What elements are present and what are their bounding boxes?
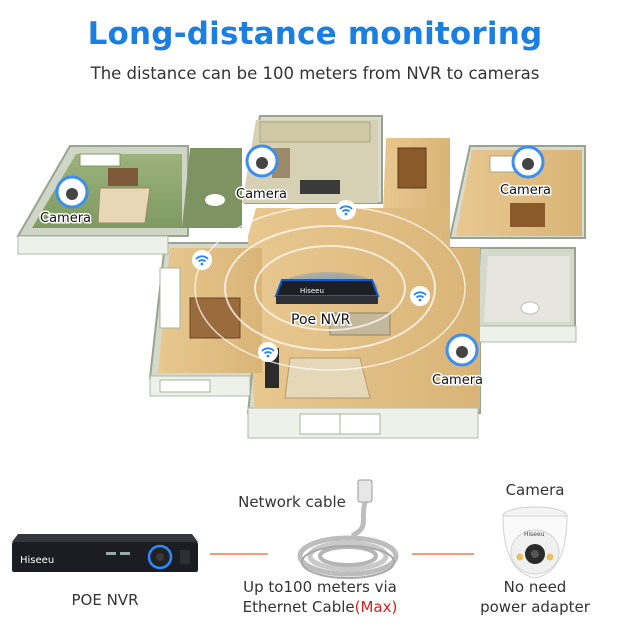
camera-caption-line2: power adapter <box>480 598 590 616</box>
product-strip: Hiseeu POE NVR Network cable Up to100 me… <box>0 460 630 635</box>
connector-line-right <box>412 553 474 555</box>
camera-title: Camera <box>505 481 565 499</box>
nvr-brand-mark: Hiseeu <box>300 287 324 295</box>
camera-caption-line1: No need <box>503 578 567 596</box>
signal-rings <box>194 205 466 371</box>
connector-line-left <box>210 553 268 555</box>
small-bathroom <box>484 256 570 322</box>
kitchen <box>242 120 378 203</box>
nvr-label: Poe NVR <box>291 312 351 328</box>
camera-label-living: Camera <box>432 373 483 388</box>
camera-brand-mark: Hiseeu <box>524 531 545 538</box>
house-floorplan-illustration: Hiseeu Poe NVR Camera Camera Camera Came… <box>16 115 586 439</box>
camera-icon <box>511 145 545 179</box>
dining-room <box>158 248 262 373</box>
nvr-product-image: Hiseeu <box>12 534 198 572</box>
poe-nvr-device: Hiseeu <box>274 272 380 304</box>
nvr-caption: POE NVR <box>71 591 139 609</box>
page-title: Long-distance monitoring <box>87 16 543 52</box>
cable-caption-line1: Up to100 meters via <box>243 578 397 596</box>
cable-caption-line2: Ethernet Cable <box>242 598 355 616</box>
bathroom <box>182 148 242 228</box>
wifi-icon <box>410 286 430 306</box>
network-cable-image <box>297 479 399 579</box>
camera-label-kitchen: Camera <box>236 187 287 202</box>
wifi-icon <box>258 342 278 362</box>
wifi-icon <box>192 250 212 270</box>
camera-label-right-bedroom: Camera <box>500 183 551 198</box>
cable-caption-max: (Max) <box>354 598 398 616</box>
wifi-icon <box>336 200 356 220</box>
cable-title: Network cable <box>238 493 346 511</box>
camera-icon <box>245 144 279 178</box>
camera-icon <box>445 333 479 367</box>
page-subtitle: The distance can be 100 meters from NVR … <box>90 64 540 83</box>
dome-camera-image: Hiseeu <box>502 506 568 579</box>
camera-icon <box>55 175 89 209</box>
bedroom <box>32 153 182 228</box>
nvr-product-brand: Hiseeu <box>20 555 54 566</box>
camera-label-bedroom: Camera <box>40 211 91 226</box>
